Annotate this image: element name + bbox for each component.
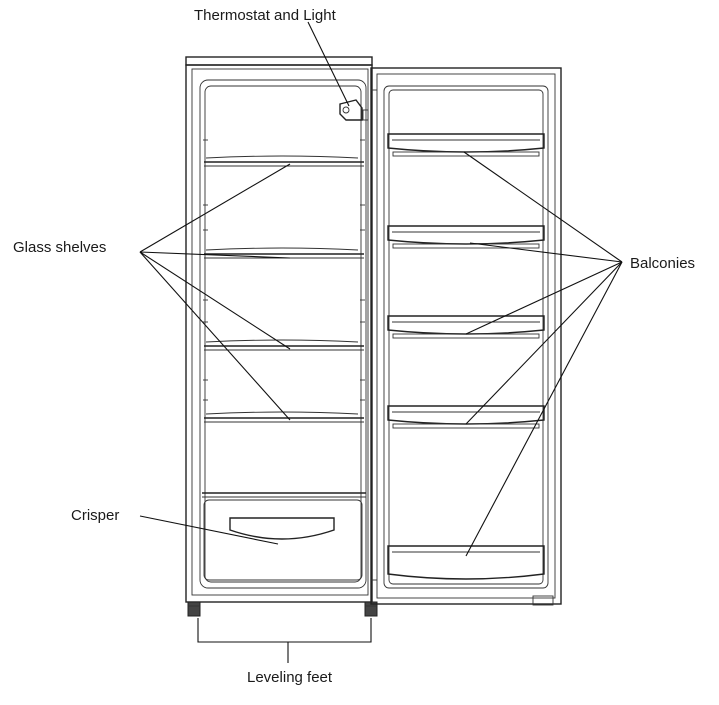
balcony xyxy=(387,545,545,580)
balcony xyxy=(387,225,545,249)
glass-shelves xyxy=(202,139,366,498)
leader-feet-bracket xyxy=(197,618,372,643)
glass-shelf xyxy=(204,339,364,351)
leader-crisper xyxy=(139,515,279,545)
leader-balcony xyxy=(463,151,623,263)
label-leveling-feet: Leveling feet xyxy=(247,669,333,686)
thermostat-light-unit xyxy=(339,99,369,121)
leader-glass-shelf xyxy=(139,251,291,350)
balcony xyxy=(387,315,545,339)
leader-thermostat xyxy=(307,21,350,107)
leader-balcony xyxy=(465,261,623,557)
door xyxy=(370,67,562,606)
leader-balcony xyxy=(465,261,623,335)
balcony xyxy=(387,133,545,157)
leader-balcony xyxy=(465,261,623,425)
label-crisper: Crisper xyxy=(71,507,120,524)
cabinet xyxy=(185,56,373,603)
leader-balcony xyxy=(469,242,623,263)
glass-shelf xyxy=(204,155,364,167)
door-balconies xyxy=(387,133,545,580)
label-glass-shelves: Glass shelves xyxy=(13,239,107,256)
leader-glass-shelf xyxy=(139,163,291,253)
glass-shelf xyxy=(204,411,364,423)
crisper-drawer xyxy=(203,499,363,581)
leader-lines xyxy=(139,21,623,663)
leader-glass-shelf xyxy=(139,251,291,421)
label-balconies: Balconies xyxy=(630,255,696,272)
leader-glass-shelf xyxy=(139,251,291,259)
balcony xyxy=(387,405,545,429)
crisper-cover-shelf xyxy=(202,492,366,498)
glass-shelf xyxy=(204,247,364,259)
shelf-supports xyxy=(203,139,365,401)
label-thermostat-and-light: Thermostat and Light xyxy=(194,7,336,24)
leveling-feet xyxy=(187,601,378,617)
